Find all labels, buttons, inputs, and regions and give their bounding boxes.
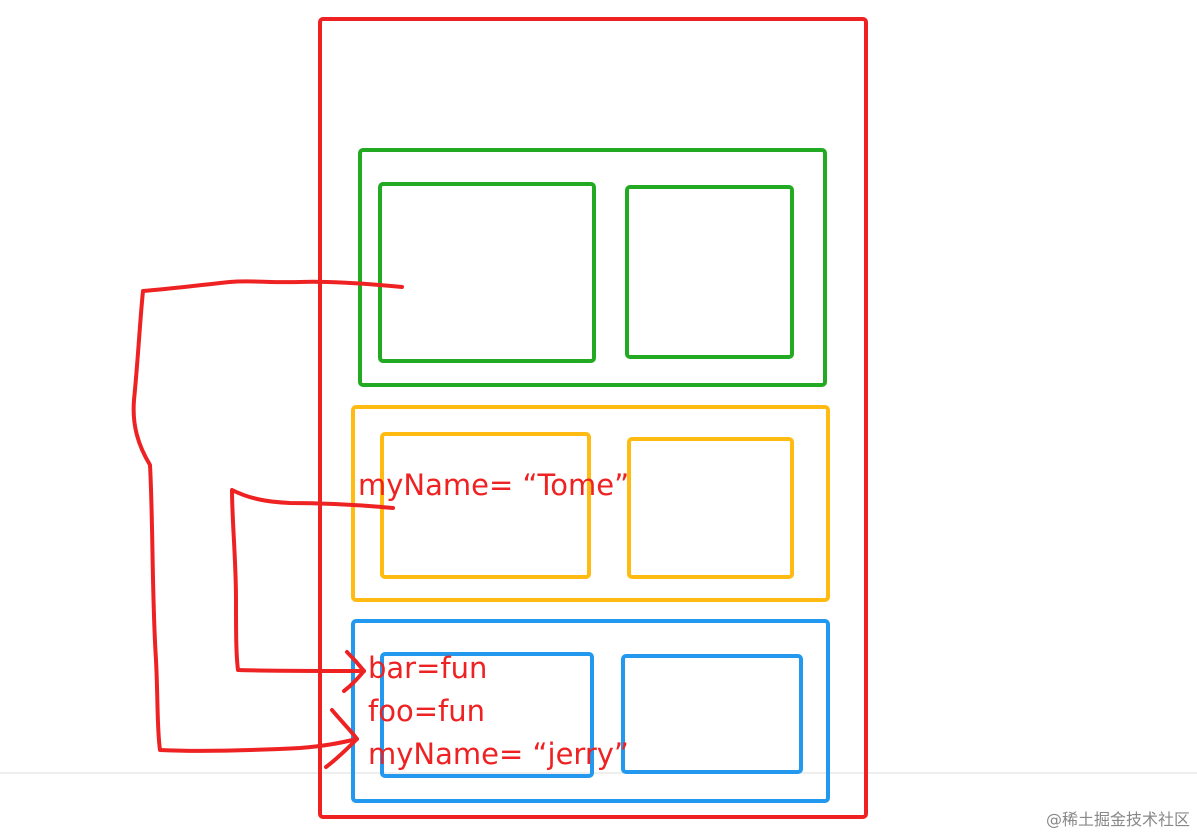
arrow-green-to-blue — [131, 279, 404, 753]
watermark-text: @稀土掘金技术社区 — [1046, 810, 1190, 829]
green-right-box — [625, 185, 794, 359]
arrow-yellow-to-blue — [230, 488, 395, 673]
yellow-left-box — [380, 432, 591, 579]
blue-myname-label: myName= “jerry” — [368, 737, 629, 771]
blue-foo-label: foo=fun — [368, 694, 485, 728]
yellow-right-box — [627, 437, 794, 579]
blue-bar-label: bar=fun — [368, 651, 487, 685]
yellow-myname-label: myName= “Tome” — [358, 468, 629, 502]
blue-context-box — [351, 619, 830, 803]
outer-stack-box — [318, 17, 868, 819]
blue-left-box — [380, 652, 594, 778]
arrowhead-yellow-to-blue — [342, 650, 366, 693]
green-left-box — [378, 182, 596, 363]
arrowhead-green-to-blue — [324, 708, 359, 769]
blue-right-box — [621, 654, 803, 774]
green-context-box — [358, 148, 827, 387]
